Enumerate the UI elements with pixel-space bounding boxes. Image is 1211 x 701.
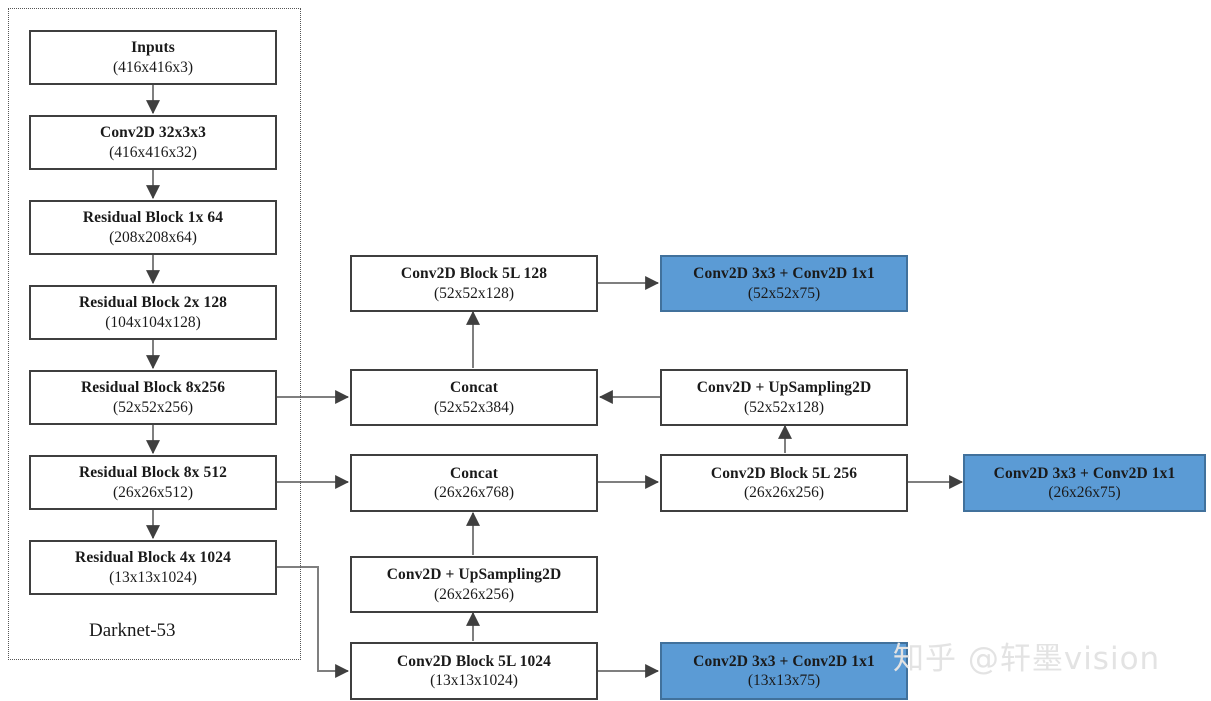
node-residual-block-4x-1024-shape: (13x13x1024) <box>109 568 197 586</box>
edge-res4-to-block5l1024 <box>277 566 350 678</box>
node-conv2d-block-5l-256-title: Conv2D Block 5L 256 <box>710 464 858 482</box>
node-residual-block-8x-512[interactable]: Residual Block 8x 512 (26x26x512) <box>29 455 277 510</box>
node-conv2d-32x3x3-title: Conv2D 32x3x3 <box>100 124 206 142</box>
node-output-52x52x75[interactable]: Conv2D 3x3 + Conv2D 1x1 (52x52x75) <box>660 255 908 312</box>
node-concat-26x26x768[interactable]: Concat (26x26x768) <box>350 454 598 512</box>
node-conv2d-block-5l-256[interactable]: Conv2D Block 5L 256 (26x26x256) <box>660 454 908 512</box>
node-conv2d-upsampling2d-52x52x128[interactable]: Conv2D + UpSampling2D (52x52x128) <box>660 369 908 426</box>
node-residual-block-1x-64-title: Residual Block 1x 64 <box>82 209 224 227</box>
node-residual-block-2x-128-title: Residual Block 2x 128 <box>78 294 228 312</box>
node-residual-block-8x-256[interactable]: Residual Block 8x256 (52x52x256) <box>29 370 277 425</box>
node-residual-block-4x-1024[interactable]: Residual Block 4x 1024 (13x13x1024) <box>29 540 277 595</box>
node-inputs-shape: (416x416x3) <box>112 58 194 76</box>
node-residual-block-2x-128[interactable]: Residual Block 2x 128 (104x104x128) <box>29 285 277 340</box>
node-conv2d-upsampling2d-52x52x128-title: Conv2D + UpSampling2D <box>696 379 872 397</box>
node-conv2d-32x3x3-shape: (416x416x32) <box>109 143 197 161</box>
node-residual-block-8x-512-shape: (26x26x512) <box>112 483 194 501</box>
node-conv2d-upsampling2d-26x26x256-shape: (26x26x256) <box>433 585 515 603</box>
node-output-13x13x75-shape: (13x13x75) <box>747 672 821 689</box>
node-residual-block-8x-256-shape: (52x52x256) <box>112 398 194 416</box>
node-residual-block-2x-128-shape: (104x104x128) <box>105 313 201 331</box>
darknet53-group <box>8 8 301 660</box>
node-output-26x26x75-shape: (26x26x75) <box>1048 484 1121 501</box>
node-output-52x52x75-title: Conv2D 3x3 + Conv2D 1x1 <box>693 265 875 283</box>
node-concat-52x52x384-shape: (52x52x384) <box>433 398 515 416</box>
node-inputs-title: Inputs <box>131 39 175 57</box>
node-conv2d-block-5l-1024[interactable]: Conv2D Block 5L 1024 (13x13x1024) <box>350 642 598 700</box>
node-concat-52x52x384-title: Concat <box>450 379 498 397</box>
node-conv2d-block-5l-256-shape: (26x26x256) <box>743 484 825 501</box>
node-conv2d-block-5l-128-shape: (52x52x128) <box>433 284 515 302</box>
node-inputs[interactable]: Inputs (416x416x3) <box>29 30 277 85</box>
node-output-52x52x75-shape: (52x52x75) <box>747 284 821 302</box>
node-conv2d-upsampling2d-26x26x256-title: Conv2D + UpSampling2D <box>386 566 562 584</box>
node-conv2d-block-5l-1024-shape: (13x13x1024) <box>430 672 518 689</box>
node-residual-block-8x-512-title: Residual Block 8x 512 <box>78 464 228 482</box>
node-conv2d-upsampling2d-52x52x128-shape: (52x52x128) <box>743 398 825 416</box>
node-conv2d-upsampling2d-26x26x256[interactable]: Conv2D + UpSampling2D (26x26x256) <box>350 556 598 613</box>
node-conv2d-block-5l-128[interactable]: Conv2D Block 5L 128 (52x52x128) <box>350 255 598 312</box>
node-concat-26x26x768-title: Concat <box>450 464 498 482</box>
node-residual-block-4x-1024-title: Residual Block 4x 1024 <box>75 549 231 567</box>
node-concat-52x52x384[interactable]: Concat (52x52x384) <box>350 369 598 426</box>
node-output-26x26x75-title: Conv2D 3x3 + Conv2D 1x1 <box>993 464 1176 482</box>
node-conv2d-block-5l-1024-title: Conv2D Block 5L 1024 <box>396 652 551 670</box>
watermark: 知乎 @轩墨vision <box>893 641 1161 677</box>
node-residual-block-8x-256-title: Residual Block 8x256 <box>80 379 226 397</box>
node-concat-26x26x768-shape: (26x26x768) <box>433 484 515 501</box>
darknet53-group-label: Darknet-53 <box>89 620 176 641</box>
node-conv2d-32x3x3[interactable]: Conv2D 32x3x3 (416x416x32) <box>29 115 277 170</box>
node-output-13x13x75-title: Conv2D 3x3 + Conv2D 1x1 <box>693 652 875 670</box>
node-conv2d-block-5l-128-title: Conv2D Block 5L 128 <box>400 265 548 283</box>
node-output-13x13x75[interactable]: Conv2D 3x3 + Conv2D 1x1 (13x13x75) <box>660 642 908 700</box>
node-residual-block-1x-64[interactable]: Residual Block 1x 64 (208x208x64) <box>29 200 277 255</box>
node-residual-block-1x-64-shape: (208x208x64) <box>109 228 197 246</box>
node-output-26x26x75[interactable]: Conv2D 3x3 + Conv2D 1x1 (26x26x75) <box>963 454 1206 512</box>
